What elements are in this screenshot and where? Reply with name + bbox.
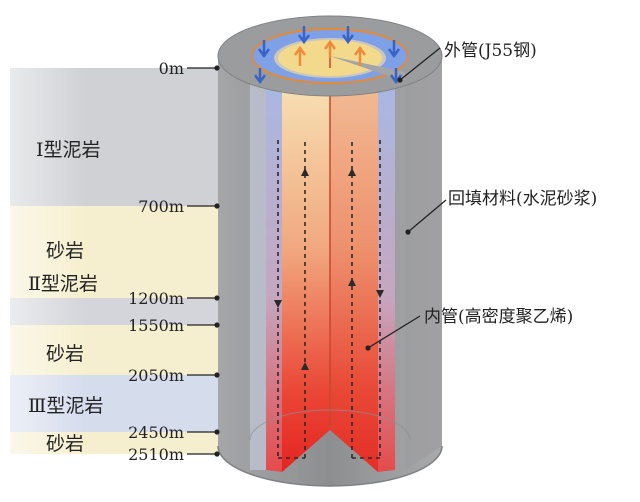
stratum-label-2: 砂岩 (46, 240, 84, 262)
outer-annulus-right (378, 86, 395, 472)
depth-label: 2050m (128, 366, 184, 385)
bottom-face (217, 445, 443, 487)
depth-marker: 2510m (128, 445, 220, 464)
down-arrow-icon (257, 40, 271, 59)
stratum-label-4: 砂岩 (46, 343, 84, 365)
depth-label: 1550m (128, 316, 184, 335)
depth-label: 2450m (128, 423, 184, 442)
stratum-labels: Ⅰ型泥岩 砂岩 Ⅱ型泥岩 砂岩 Ⅲ型泥岩 砂岩 (28, 139, 103, 455)
top-cut-notch (330, 56, 405, 80)
depth-marker: 2450m (128, 423, 220, 442)
down-arrow-icon (387, 40, 401, 59)
down-arrow-icon (376, 290, 384, 298)
stratum-label-1: Ⅰ型泥岩 (36, 139, 101, 161)
callout-inner-pipe: 内管(高密度聚乙烯) (365, 307, 573, 351)
down-arrow-icon (389, 68, 403, 85)
bottom-inner-curve (249, 409, 411, 441)
up-arrow-icon (348, 168, 356, 176)
down-arrow-icon (297, 26, 311, 45)
outer-pipe-label: 外管(J55钢) (444, 41, 537, 61)
depth-marker: 2050m (128, 366, 220, 385)
strata-bands (10, 68, 225, 454)
up-arrow-icon (348, 278, 356, 286)
up-arrow-icon (353, 45, 367, 66)
depth-markers: 0m 700m 1200m 1550m 2050m 2450m (128, 59, 220, 464)
callout-backfill: 回填材料(水泥砂浆) (405, 189, 597, 235)
backfill-right-wall (405, 56, 442, 470)
stratum-label-6: 砂岩 (46, 433, 84, 455)
internal-arrowheads (274, 168, 384, 370)
annulus-left-cut (250, 80, 266, 470)
strata-fade (10, 68, 225, 454)
internal-flow-paths (277, 140, 381, 459)
orange-ring (251, 28, 409, 84)
stratum-label-3: Ⅱ型泥岩 (28, 273, 98, 295)
depth-marker: 1550m (128, 316, 220, 335)
up-arrow-icon (301, 168, 309, 176)
depth-label: 0m (159, 59, 184, 78)
callout-outer-pipe: 外管(J55钢) (397, 41, 537, 83)
depth-marker: 0m (159, 59, 220, 78)
wellbore-cylinder (217, 15, 443, 487)
down-arrow-icon (341, 26, 355, 45)
outer-annulus-left (266, 86, 282, 472)
up-arrow-icon (301, 362, 309, 370)
depth-marker: 700m (138, 197, 220, 216)
callouts: 外管(J55钢) 回填材料(水泥砂浆) 内管(高密度聚乙烯) (365, 41, 597, 351)
up-arrow-icon (293, 45, 307, 66)
depth-label: 2510m (128, 445, 184, 464)
depth-marker: 1200m (128, 289, 220, 308)
stratum-label-5: Ⅲ型泥岩 (28, 395, 103, 417)
inner-pipe-label: 内管(高密度聚乙烯) (424, 307, 573, 327)
depth-label: 1200m (128, 289, 184, 308)
down-arrow-icon (253, 68, 267, 85)
backfill-label: 回填材料(水泥砂浆) (448, 189, 597, 209)
inner-pipe-right-face (330, 68, 378, 472)
down-arrow-icon (274, 300, 282, 308)
up-arrow-icon (323, 39, 337, 58)
depth-label: 700m (138, 197, 184, 216)
top-flow-arrows (253, 26, 403, 85)
